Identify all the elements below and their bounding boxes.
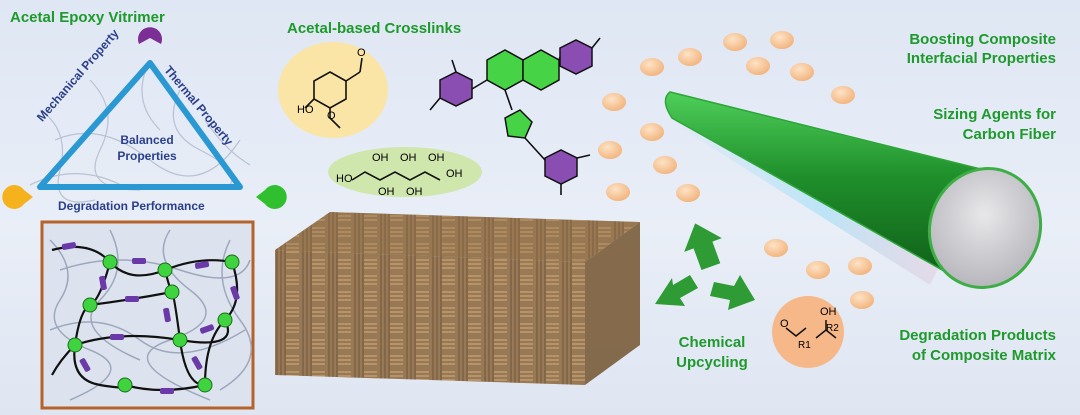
sorbitol-atom-oh5: OH [428,152,445,164]
sizing-line1: Sizing Agents for [933,106,1056,123]
vanillin-structure [304,57,363,129]
chemical-label: Chemical [678,334,746,351]
degradation-line1: Degradation Products [899,327,1056,344]
sizing-line2: Carbon Fiber [962,126,1056,143]
fiber-end-cap [927,167,1043,289]
product-structure [785,320,837,339]
woven-composite-block [275,212,640,385]
network-box [40,220,255,410]
sorbitol-atom-oh3: OH [400,152,417,164]
carbon-fiber [664,91,1043,289]
sorbitol-atom-oh2: OH [378,186,395,198]
product-atom-oh: OH [820,306,837,318]
network-purple-segments [61,242,240,394]
green-marker-icon [256,185,287,209]
sizing-agent-particles [598,31,874,309]
sorbitol-chain [351,171,441,181]
degradation-performance-label: Degradation Performance [58,199,205,213]
vanillin-atom-ho: HO [297,104,314,116]
balanced-label: Balanced [120,133,174,147]
sorbitol-atom-oh6: OH [446,168,463,180]
upcycling-label: Upcycling [676,354,748,371]
degradation-line2: of Composite Matrix [911,347,1056,364]
boosting-line1: Boosting Composite [909,31,1056,48]
product-bubble [772,296,844,368]
boosting-line2: Interfacial Properties [906,50,1056,67]
purple-marker-icon [138,27,163,44]
recycle-icon [655,223,755,310]
sorbitol-bubble [328,147,482,197]
network-crosslinks [67,254,240,393]
properties-label: Properties [117,149,177,163]
product-atom-r1: R1 [798,340,811,351]
vitrimer-title: Acetal Epoxy Vitrimer [10,9,165,26]
yellow-marker-icon [2,185,33,209]
sorbitol-atom-oh1: OH [372,152,389,164]
crosslinks-title: Acetal-based Crosslinks [287,20,462,37]
sorbitol-atom-oh4: OH [406,186,423,198]
product-atom-o: O [780,318,789,330]
acetal-crosslink-molecule [429,37,601,195]
sorbitol-atom-ho: HO [336,173,353,185]
product-atom-r2: R2 [826,323,839,334]
vanillin-bubble [278,42,388,138]
property-triangle [37,60,243,190]
vanillin-atom-o2: O [327,110,336,122]
vanillin-atom-o1: O [357,47,366,59]
